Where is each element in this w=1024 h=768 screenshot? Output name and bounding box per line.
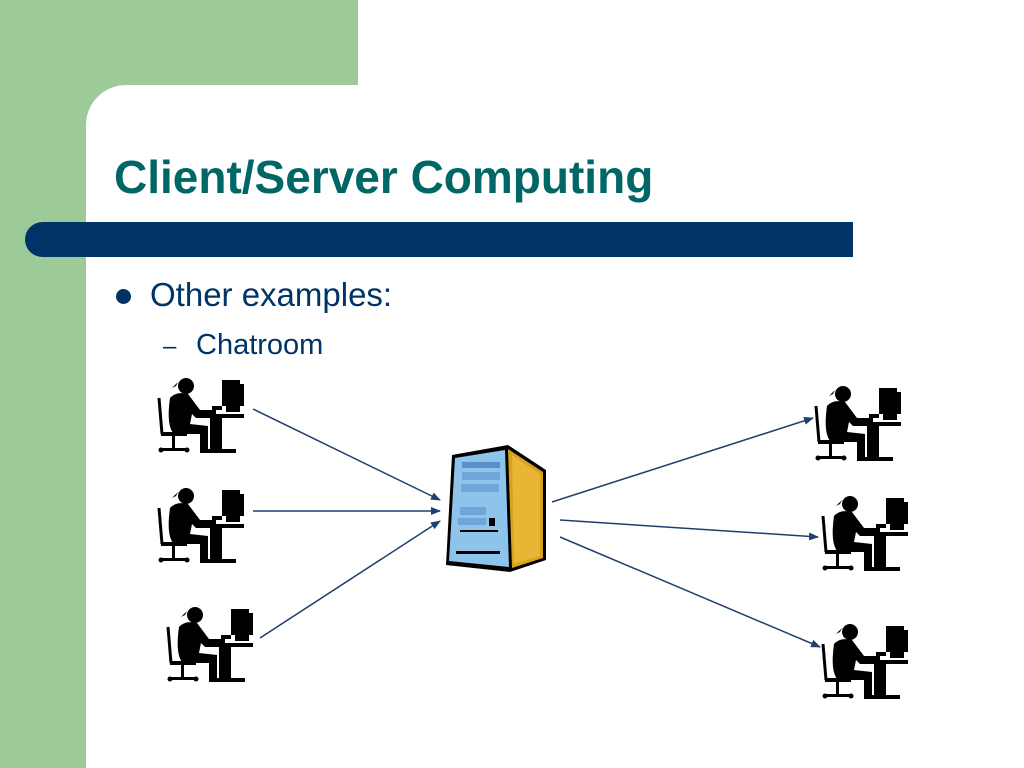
decor-green-left — [0, 0, 86, 768]
bullet-text: Other examples: — [150, 276, 393, 313]
sub-bullet-dash: – — [163, 333, 177, 360]
slide-title: Client/Server Computing — [114, 151, 654, 203]
client-sender-1-icon — [157, 376, 246, 455]
arrow-server-to-receiver-1 — [551, 416, 814, 503]
title-underline-bar — [25, 222, 853, 257]
sub-bullet-text: Chatroom — [196, 329, 324, 361]
client-receiver-2-icon — [821, 494, 910, 573]
client-sender-3-icon — [166, 605, 255, 684]
client-receiver-1-icon — [814, 384, 903, 463]
client-sender-2-icon — [157, 486, 246, 565]
bullet-icon — [116, 289, 131, 304]
arrow-server-to-receiver-3 — [559, 536, 821, 648]
arrow-sender-3-to-server — [259, 520, 441, 639]
arrow-server-to-receiver-2 — [559, 519, 819, 541]
arrow-sender-1-to-server — [252, 408, 441, 501]
client-receiver-3-icon — [821, 622, 910, 701]
server-tower-icon — [446, 445, 546, 572]
